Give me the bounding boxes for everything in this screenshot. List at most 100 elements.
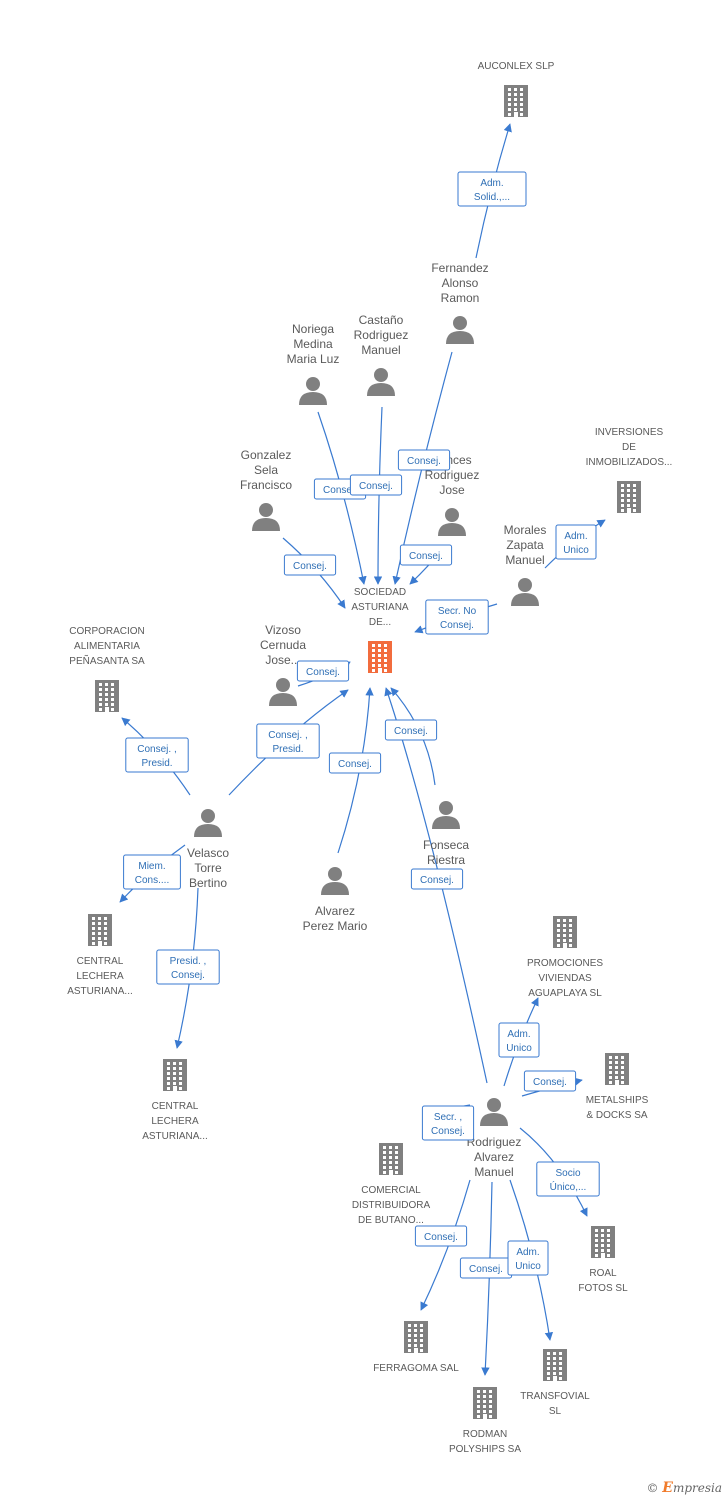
- edge-label[interactable]: SocioÚnico,...: [536, 1161, 600, 1197]
- node-rodman[interactable]: RODMAN POLYSHIPS SA: [449, 1387, 521, 1455]
- node-auconlex[interactable]: AUCONLEX SLP: [478, 61, 555, 117]
- node-label: DE: [622, 442, 636, 453]
- edge-label-text: Consej.: [338, 759, 372, 770]
- node-central1[interactable]: CENTRALLECHERAASTURIANA...: [67, 914, 133, 997]
- building-icon: [404, 1321, 428, 1353]
- edge-label-text: Consej.: [424, 1232, 458, 1243]
- node-label: RODMAN: [463, 1429, 507, 1440]
- edge-label-text: Adm.: [564, 531, 587, 542]
- node-label: Jose...: [265, 653, 300, 667]
- building-icon: [163, 1059, 187, 1091]
- node-ferragoma[interactable]: FERRAGOMA SAL: [373, 1321, 459, 1374]
- edge-label[interactable]: Consej.: [523, 1070, 577, 1092]
- node-label: CENTRAL: [152, 1101, 199, 1112]
- node-sociedad[interactable]: SOCIEDADASTURIANADE...: [351, 587, 409, 673]
- edge-label-box: [536, 1161, 600, 1197]
- edge-label-box: [425, 599, 489, 635]
- node-label: Perez Mario: [303, 919, 368, 933]
- edge-label-box: [384, 719, 438, 741]
- edge-label-text: Presid.: [272, 744, 303, 755]
- node-central2[interactable]: CENTRALLECHERAASTURIANA...: [142, 1059, 208, 1142]
- person-icon: [446, 316, 474, 344]
- edge-label-box: [125, 737, 189, 773]
- edge-label[interactable]: Presid. ,Consej.: [156, 949, 220, 985]
- edge-label[interactable]: Adm.Unico: [555, 524, 597, 560]
- person-icon: [432, 801, 460, 829]
- person-icon: [252, 503, 280, 531]
- node-label: POLYSHIPS SA: [449, 1444, 521, 1455]
- node-label: PEÑASANTA SA: [69, 654, 145, 667]
- node-label: Medina: [293, 337, 333, 351]
- edge-label[interactable]: Consej.: [459, 1257, 513, 1279]
- node-metalships[interactable]: METALSHIPS& DOCKS SA: [586, 1053, 649, 1121]
- person-icon: [194, 809, 222, 837]
- person-icon: [299, 377, 327, 405]
- node-vizoso[interactable]: VizosoCernudaJose...: [260, 623, 306, 706]
- edge-rodriguez-to-ferragoma: [420, 1179, 471, 1311]
- node-label: TRANSFOVIAL: [520, 1391, 590, 1402]
- edge-label[interactable]: Adm.Solid.,...: [457, 171, 527, 207]
- edge-label[interactable]: Consej. , Presid.: [256, 723, 320, 759]
- edge-label-box: [414, 1225, 468, 1247]
- edge-label-text: Cons....: [135, 875, 169, 886]
- building-icon: [368, 641, 392, 673]
- building-icon: [473, 1387, 497, 1419]
- node-label: Rodriguez: [354, 328, 409, 342]
- node-label: CENTRAL: [77, 956, 124, 967]
- edge-label[interactable]: Adm.Unico: [507, 1240, 549, 1276]
- node-label: Fonseca: [423, 838, 469, 852]
- edge-label[interactable]: Consej.: [349, 474, 403, 496]
- edge-label-box: [399, 544, 453, 566]
- node-label: Velasco: [187, 846, 229, 860]
- edge-label[interactable]: Miem.Cons....: [123, 854, 181, 890]
- edge-label[interactable]: Consej.: [414, 1225, 468, 1247]
- edge-label-text: Socio: [555, 1168, 580, 1179]
- edge-label-text: Secr. ,: [434, 1112, 462, 1123]
- node-label: Alvarez: [474, 1150, 514, 1164]
- brand-initial: E: [662, 1480, 673, 1496]
- edge-label[interactable]: Consej.: [410, 868, 464, 890]
- edge-label-text: Consej.: [293, 561, 327, 572]
- edge-label-text: Único,...: [550, 1180, 587, 1193]
- edge-label-text: Consej.: [171, 970, 205, 981]
- node-label: Manuel: [361, 343, 400, 357]
- building-icon: [95, 680, 119, 712]
- node-label: AGUAPLAYA SL: [528, 988, 602, 999]
- edge-label-text: Unico: [506, 1043, 532, 1054]
- edge-label[interactable]: Consej.: [283, 554, 337, 576]
- edge-label[interactable]: Secr. ,Consej.: [421, 1105, 475, 1141]
- edge-label[interactable]: Consej.: [296, 660, 350, 682]
- edge-labels-layer: Adm.Solid.,... Consej. Consej. Consej. Conse…: [123, 171, 600, 1279]
- building-icon: [543, 1349, 567, 1381]
- node-label: DE BUTANO...: [358, 1215, 424, 1226]
- edge-label-text: Consej. ,: [268, 730, 307, 741]
- edge-label[interactable]: Consej.: [397, 449, 451, 471]
- edge-label[interactable]: Consej.: [328, 752, 382, 774]
- building-icon: [605, 1053, 629, 1085]
- edge-label-text: Secr. No: [438, 606, 477, 617]
- edge-label-text: Consej. ,: [137, 744, 176, 755]
- edge-label[interactable]: Consej.: [384, 719, 438, 741]
- node-inversiones[interactable]: INVERSIONESDEINMOBILIZADOS...: [586, 427, 673, 513]
- edge-label[interactable]: Consej. ,Presid.: [125, 737, 189, 773]
- edge-label[interactable]: Adm.Unico: [498, 1022, 540, 1058]
- edge-label[interactable]: Consej.: [399, 544, 453, 566]
